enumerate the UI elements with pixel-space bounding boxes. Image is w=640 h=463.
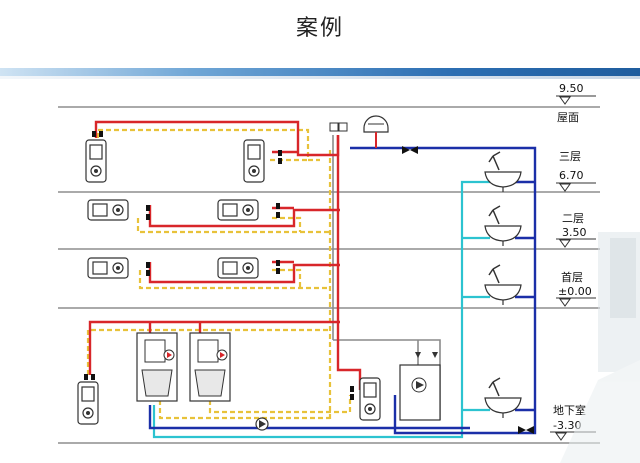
sink-icon <box>484 151 522 193</box>
level-name-1f: 首层 <box>561 270 583 284</box>
level-marker-basement: 地下室 -3.30 <box>550 403 596 441</box>
storage-tank-icon <box>399 352 441 421</box>
radiator-icon <box>243 139 265 183</box>
level-name-basement: 地下室 <box>553 403 586 417</box>
radiator-icon <box>217 257 259 279</box>
cold-water-pipes <box>148 146 537 435</box>
level-marker-roof: 9.50 屋面 <box>556 82 596 124</box>
decorative-graphic <box>560 232 640 463</box>
air-vent-icon <box>329 122 348 132</box>
expansion-tank-icon <box>363 115 389 148</box>
radiator-icon <box>217 199 259 221</box>
level-elevation-2f: 3.50 <box>562 226 587 239</box>
title-bar-shadow <box>0 76 640 79</box>
sink-icon <box>484 377 522 419</box>
pump-icon <box>255 417 269 431</box>
radiator-icon <box>85 139 107 183</box>
level-name-3f: 三层 <box>559 150 581 163</box>
level-name-2f: 二层 <box>562 212 584 225</box>
level-marker-2f: 二层 3.50 <box>556 212 596 248</box>
hot-water-pipes <box>152 180 490 439</box>
level-elevation-1f: ±0.00 <box>558 285 592 298</box>
level-marker-1f: 首层 ±0.00 <box>556 270 596 307</box>
radiator-icon <box>87 257 129 279</box>
radiator-icon <box>77 381 99 425</box>
level-marker-3f: 三层 6.70 <box>556 150 596 192</box>
valve-icon <box>84 131 534 434</box>
sink-icon <box>484 205 522 247</box>
level-elevation-3f: 6.70 <box>559 169 584 182</box>
boiler-icon <box>189 332 231 402</box>
slide-title: 案例 <box>295 16 344 41</box>
level-elevation-roof: 9.50 <box>559 82 584 95</box>
title-bar <box>0 68 640 76</box>
radiator-icon <box>87 199 129 221</box>
level-name-roof: 屋面 <box>557 111 579 124</box>
radiator-icon <box>359 377 381 421</box>
sink-icon <box>484 264 522 306</box>
level-elevation-basement: -3.30 <box>553 419 581 432</box>
return-pipes <box>86 128 352 420</box>
boiler-icon <box>136 332 178 402</box>
